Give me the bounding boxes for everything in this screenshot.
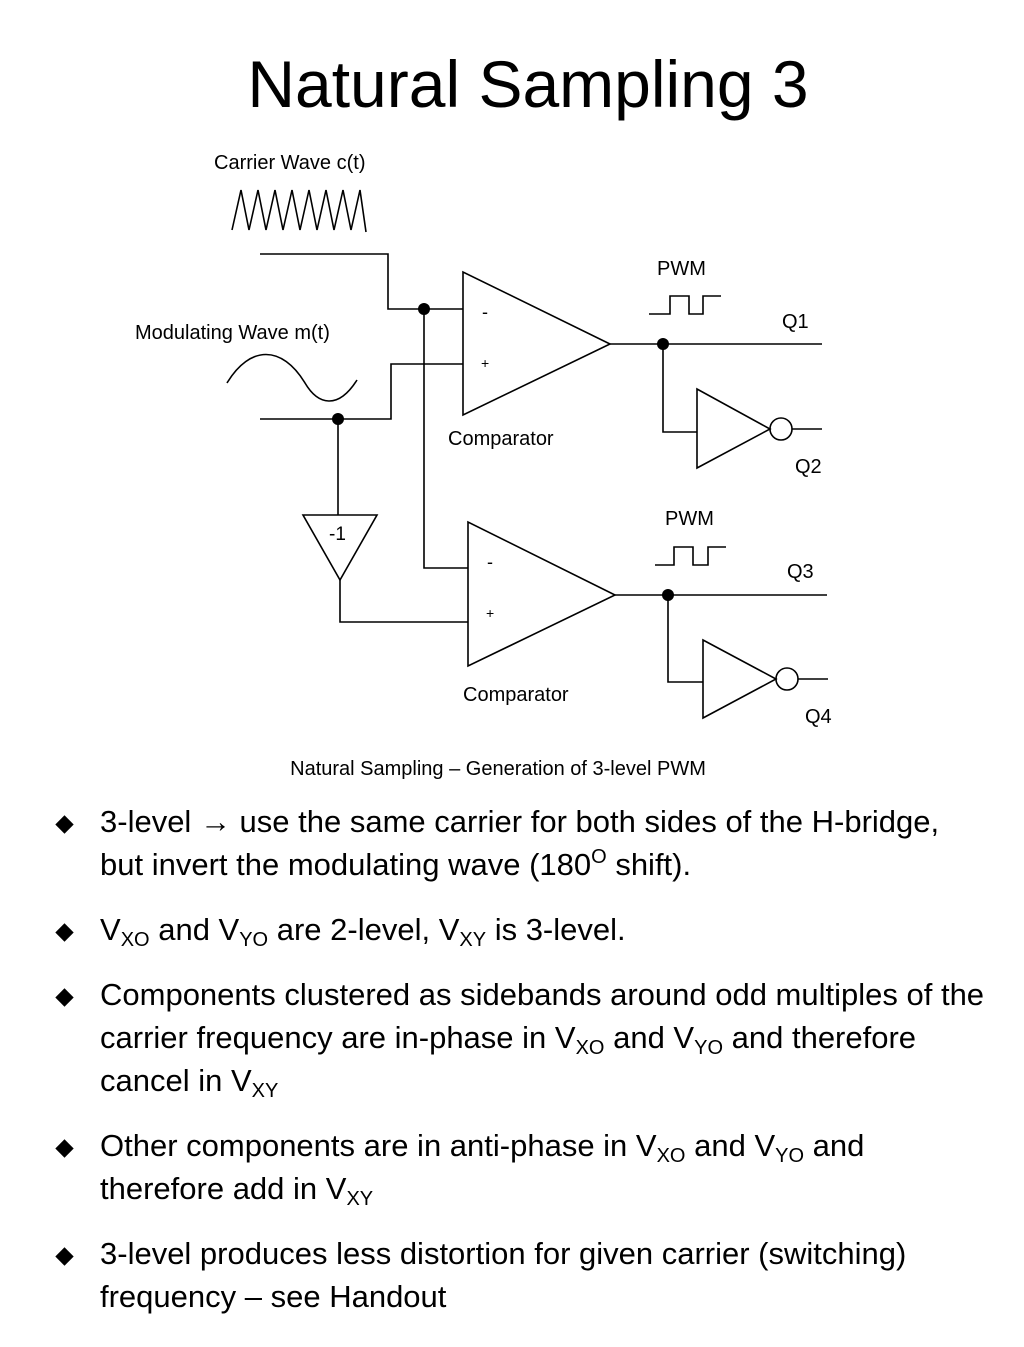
bullet-text: and V <box>149 912 240 947</box>
subscript: YO <box>775 1145 805 1167</box>
bullet-text: 3-level produces less distortion for giv… <box>100 1236 907 1314</box>
comparator-1-label: Comparator <box>448 428 554 450</box>
subscript: XY <box>251 1080 279 1102</box>
bullet-list: 3-level → use the same carrier for both … <box>50 800 990 1340</box>
comparator-2-plus-label: + <box>486 605 494 621</box>
diamond-bullet-icon <box>55 988 74 1007</box>
bullet-text: is 3-level. <box>486 912 626 947</box>
bullet-text: and V <box>685 1128 776 1163</box>
output-2-junction-dot <box>662 589 674 601</box>
comparator-2-minus-label: - <box>487 552 493 572</box>
pwm-waveform-2-icon <box>655 546 726 566</box>
diamond-bullet-icon <box>55 1247 74 1266</box>
logic-inverter-1-bubble <box>769 417 793 441</box>
inverter-1-input-wire <box>662 344 697 433</box>
inverted-modulating-wire <box>339 580 468 623</box>
diamond-bullet-icon <box>55 923 74 942</box>
output-q2-label: Q2 <box>795 456 822 478</box>
comparator-1-minus-label: - <box>482 302 488 322</box>
pwm-2-label: PWM <box>665 508 714 530</box>
bullet-item: 3-level produces less distortion for giv… <box>50 1232 990 1318</box>
degree-superscript: O <box>591 846 607 868</box>
logic-inverter-2 <box>702 638 778 720</box>
bullet-item: 3-level → use the same carrier for both … <box>50 800 990 886</box>
bullet-text: Other components are in anti-phase in V <box>100 1128 657 1163</box>
bullet-text: Components clustered as sidebands around… <box>100 977 985 1055</box>
output-q3-label: Q3 <box>787 561 814 583</box>
subscript: YO <box>239 929 269 951</box>
bullet-text: and V <box>604 1020 695 1055</box>
output-1-junction-dot <box>657 338 669 350</box>
subscript: XO <box>120 929 150 951</box>
carrier-wave-label: Carrier Wave c(t) <box>214 152 365 174</box>
diamond-bullet-icon <box>55 815 74 834</box>
comparator-2-label: Comparator <box>463 684 569 706</box>
bullet-text: are 2-level, V <box>268 912 460 947</box>
modulating-wave-label: Modulating Wave m(t) <box>135 322 330 344</box>
comparator-1 <box>462 270 612 417</box>
carrier-wave-icon <box>231 189 367 233</box>
bullet-text: and therefore add in V <box>100 1128 865 1206</box>
slide-title: Natural Sampling 3 <box>247 47 809 121</box>
logic-inverter-2-bubble <box>775 667 799 691</box>
modulating-wave-icon <box>226 353 358 402</box>
modulating-wire <box>260 363 463 420</box>
pwm-1-label: PWM <box>657 258 706 280</box>
bullet-item: VXO and VYO are 2-level, VXY is 3-level. <box>50 908 990 951</box>
subscript: YO <box>694 1037 724 1059</box>
output-q1-label: Q1 <box>782 311 809 333</box>
bullet-text: 3-level <box>100 804 200 839</box>
bullet-text: V <box>100 912 121 947</box>
carrier-wire <box>260 253 463 310</box>
output-q4-label: Q4 <box>805 706 832 728</box>
arrow-symbol: → <box>199 804 231 839</box>
comparator-2 <box>467 520 617 668</box>
subscript: XO <box>656 1145 686 1167</box>
subscript: XY <box>459 929 487 951</box>
bullet-item: Components clustered as sidebands around… <box>50 973 990 1102</box>
carrier-wire-branch <box>423 309 468 569</box>
modulating-junction-dot <box>332 413 344 425</box>
comparator-1-plus-label: + <box>481 355 489 371</box>
diamond-bullet-icon <box>55 1139 74 1158</box>
subscript: XY <box>346 1188 374 1210</box>
bullet-text: and therefore cancel in V <box>100 1020 917 1098</box>
inverter-2-input-wire <box>667 595 703 683</box>
subscript: XO <box>575 1037 605 1059</box>
pwm-generation-diagram: Carrier Wave c(t) Modulating Wave m(t) -… <box>135 152 832 728</box>
pwm-waveform-1-icon <box>649 295 721 315</box>
inverter-gain-label: -1 <box>329 524 346 545</box>
carrier-junction-dot <box>418 303 430 315</box>
bullet-text: shift). <box>606 847 692 882</box>
inverter-gain-block <box>301 514 379 582</box>
logic-inverter-1 <box>696 387 772 470</box>
bullet-text: use the same carrier for both sides of t… <box>100 804 940 882</box>
diagram-caption: Natural Sampling – Generation of 3-level… <box>290 758 706 780</box>
bullet-item: Other components are in anti-phase in VX… <box>50 1124 990 1210</box>
